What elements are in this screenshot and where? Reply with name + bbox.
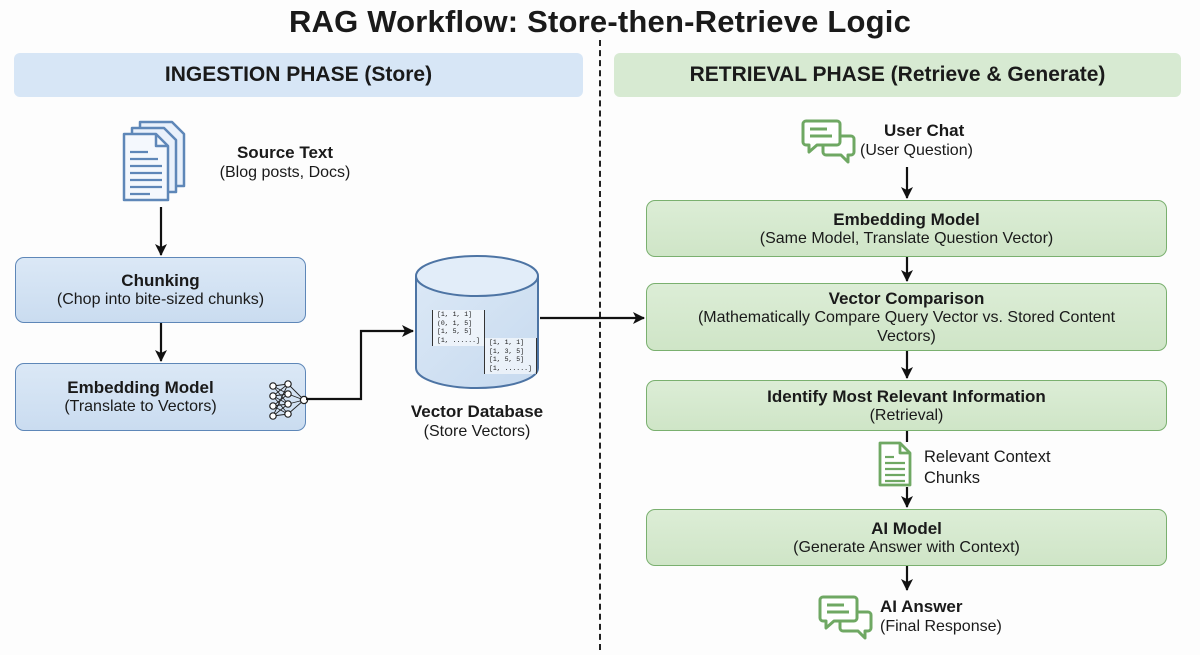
chunking-title: Chunking <box>121 271 200 290</box>
identify-relevant-box: Identify Most Relevant Information (Retr… <box>646 380 1167 431</box>
vector-a-row: (0, 1, 5] <box>437 319 473 327</box>
ingestion-embedding-box: Embedding Model (Translate to Vectors) <box>15 363 309 431</box>
retrieval-embedding-title: Embedding Model <box>833 209 980 229</box>
vector-b-row: [1, 1, 1] <box>489 339 525 346</box>
relevant-context-label: Relevant Context Chunks <box>924 447 1084 489</box>
ingestion-embedding-subtitle: (Translate to Vectors) <box>64 398 217 415</box>
vector-matrix-b: [1, 1, 1] [1, 3, 5] [1, 5, 5] [1, ......… <box>484 338 537 374</box>
neural-network-icon <box>268 378 312 422</box>
ai-answer-title: AI Answer <box>880 597 963 616</box>
source-text-label: Source Text (Blog posts, Docs) <box>200 143 370 183</box>
ai-model-title: AI Model <box>871 518 942 538</box>
vector-database-subtitle: (Store Vectors) <box>423 423 531 440</box>
ingestion-phase-label: INGESTION PHASE (Store) <box>164 63 433 86</box>
vector-database-icon: [1, 1, 1] (0, 1, 5] [1, 5, 5] [1, ......… <box>414 254 540 394</box>
vector-a-row: [1, 5, 5] <box>437 328 473 335</box>
ai-answer-label: AI Answer (Final Response) <box>880 597 1030 637</box>
vector-matrix-a: [1, 1, 1] (0, 1, 5] [1, 5, 5] [1, ......… <box>432 310 485 346</box>
source-text-subtitle: (Blog posts, Docs) <box>219 164 351 181</box>
vector-a-row: [1, 1, 1] <box>437 311 473 318</box>
context-document-icon <box>878 441 912 487</box>
ai-model-box: AI Model (Generate Answer with Context) <box>646 509 1167 566</box>
vector-comparison-subtitle: (Mathematically Compare Query Vector vs.… <box>697 308 1116 345</box>
retrieval-embedding-subtitle: (Same Model, Translate Question Vector) <box>759 229 1054 247</box>
vector-a-row: [1, ......] <box>437 336 480 344</box>
vector-database-title: Vector Database <box>410 402 544 421</box>
retrieval-phase-label: RETRIEVAL PHASE (Retrieve & Generate) <box>689 63 1106 86</box>
ingestion-phase-header: INGESTION PHASE (Store) <box>14 53 583 97</box>
identify-relevant-title: Identify Most Relevant Information <box>767 386 1046 406</box>
chunking-subtitle: (Chop into bite-sized chunks) <box>56 291 265 308</box>
chunking-box: Chunking (Chop into bite-sized chunks) <box>15 257 306 323</box>
ingestion-embedding-title: Embedding Model <box>67 378 214 397</box>
retrieval-embedding-box: Embedding Model (Same Model, Translate Q… <box>646 200 1167 257</box>
ai-answer-subtitle: (Final Response) <box>880 618 1002 635</box>
vector-database-label: Vector Database (Store Vectors) <box>392 402 562 442</box>
ai-answer-chat-icon <box>818 594 874 642</box>
vector-b-row: [1, 5, 5] <box>489 356 525 363</box>
relevant-context-line2: Chunks <box>924 469 980 487</box>
documents-icon <box>120 118 200 208</box>
user-chat-subtitle: (User Question) <box>860 142 973 159</box>
source-text-title: Source Text <box>236 143 334 162</box>
vector-comparison-title: Vector Comparison <box>828 288 985 308</box>
relevant-context-line1: Relevant Context <box>924 448 1051 466</box>
user-chat-title: User Chat <box>884 121 965 140</box>
phase-divider <box>599 40 601 650</box>
identify-relevant-subtitle: (Retrieval) <box>869 406 944 424</box>
ai-model-subtitle: (Generate Answer with Context) <box>793 538 1020 556</box>
retrieval-phase-header: RETRIEVAL PHASE (Retrieve & Generate) <box>614 53 1181 97</box>
vector-b-row: [1, 3, 5] <box>489 347 525 355</box>
user-chat-label: User Chat (User Question) <box>860 121 1010 161</box>
diagram-title: RAG Workflow: Store-then-Retrieve Logic <box>288 4 912 39</box>
user-chat-icon <box>801 118 857 166</box>
vector-comparison-box: Vector Comparison (Mathematically Compar… <box>646 283 1167 351</box>
vector-b-row: [1, ......] <box>489 364 532 372</box>
arrow-embedding-to-database <box>306 325 414 401</box>
